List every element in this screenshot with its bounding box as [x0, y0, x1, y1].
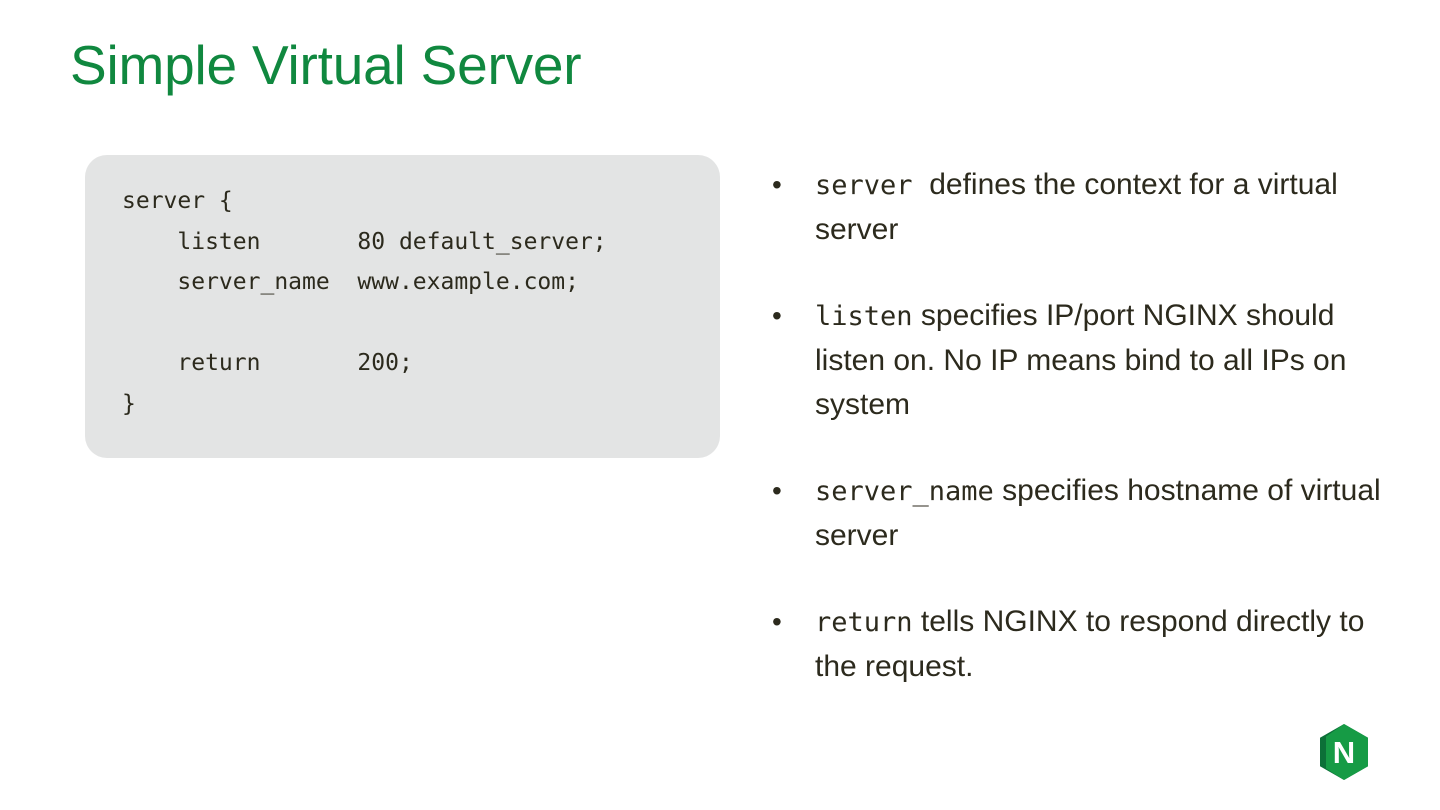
list-item: • return tells NGINX to respond directly… — [765, 600, 1410, 689]
svg-text:N: N — [1333, 735, 1355, 770]
bullet-list: • server defines the context for a virtu… — [765, 163, 1410, 689]
list-item-text: server_name specifies hostname of virtua… — [815, 469, 1410, 558]
list-item-description: specifies IP/port NGINX should listen on… — [815, 299, 1347, 421]
list-item: • server_name specifies hostname of virt… — [765, 469, 1410, 558]
nginx-config-code: server { listen 80 default_server; serve… — [122, 188, 607, 417]
bullet-point-icon: • — [772, 475, 782, 506]
nginx-logo-icon: N — [1318, 723, 1370, 781]
code-snippet-panel: server { listen 80 default_server; serve… — [85, 155, 720, 458]
code-term: listen — [815, 301, 913, 332]
bullet-point-icon: • — [772, 606, 782, 637]
list-item: • server defines the context for a virtu… — [765, 163, 1410, 252]
page-title: Simple Virtual Server — [70, 34, 582, 96]
code-term: server — [815, 170, 913, 201]
list-item: • listen specifies IP/port NGINX should … — [765, 294, 1410, 427]
list-item-description: defines the context for a virtual server — [815, 168, 1338, 246]
list-item-text: return tells NGINX to respond directly t… — [815, 600, 1410, 689]
code-term: return — [815, 607, 913, 638]
list-item-description: tells NGINX to respond directly to the r… — [815, 605, 1365, 683]
bullet-point-icon: • — [772, 169, 782, 200]
code-term: server_name — [815, 476, 994, 507]
list-item-text: server defines the context for a virtual… — [815, 163, 1410, 252]
bullet-point-icon: • — [772, 300, 782, 331]
list-item-description: specifies hostname of virtual server — [815, 474, 1381, 552]
list-item-text: listen specifies IP/port NGINX should li… — [815, 294, 1410, 427]
